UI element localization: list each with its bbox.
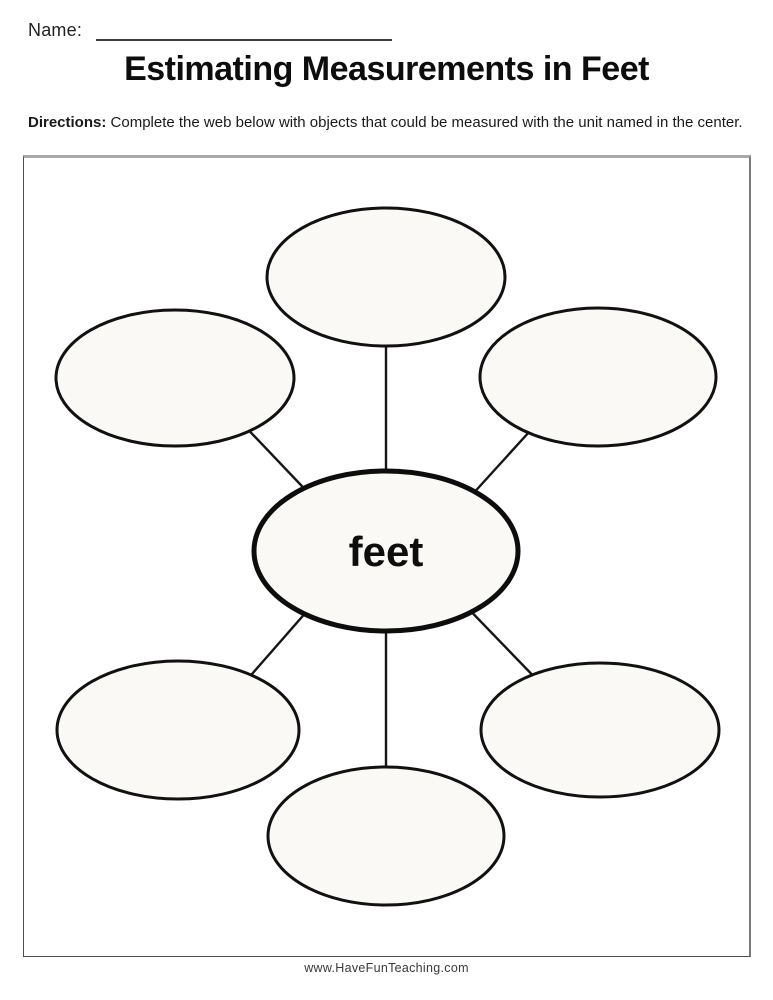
footer-website: www.HaveFunTeaching.com [304, 961, 469, 975]
name-label: Name: [28, 20, 83, 40]
name-row: Name: [28, 20, 393, 41]
center-oval [251, 468, 521, 634]
node-oval-top [265, 206, 507, 348]
node-oval-upper-left [54, 308, 296, 448]
directions-text: Directions: Complete the web below with … [28, 112, 746, 133]
directions-body: Complete the web below with objects that… [106, 114, 743, 131]
name-blank-line [96, 22, 393, 41]
node-oval-upper-right [478, 306, 718, 448]
directions-label: Directions: [28, 114, 107, 131]
center-oval-label: feet [349, 528, 424, 575]
outer-ovals [54, 206, 721, 907]
web-diagram: feet [54, 206, 721, 907]
node-oval-lower-left [55, 659, 301, 801]
page-title: Estimating Measurements in Feet [124, 50, 649, 88]
node-oval-lower-right [479, 661, 721, 799]
node-oval-bottom [266, 765, 506, 907]
diagram-frame: feet [23, 155, 751, 957]
